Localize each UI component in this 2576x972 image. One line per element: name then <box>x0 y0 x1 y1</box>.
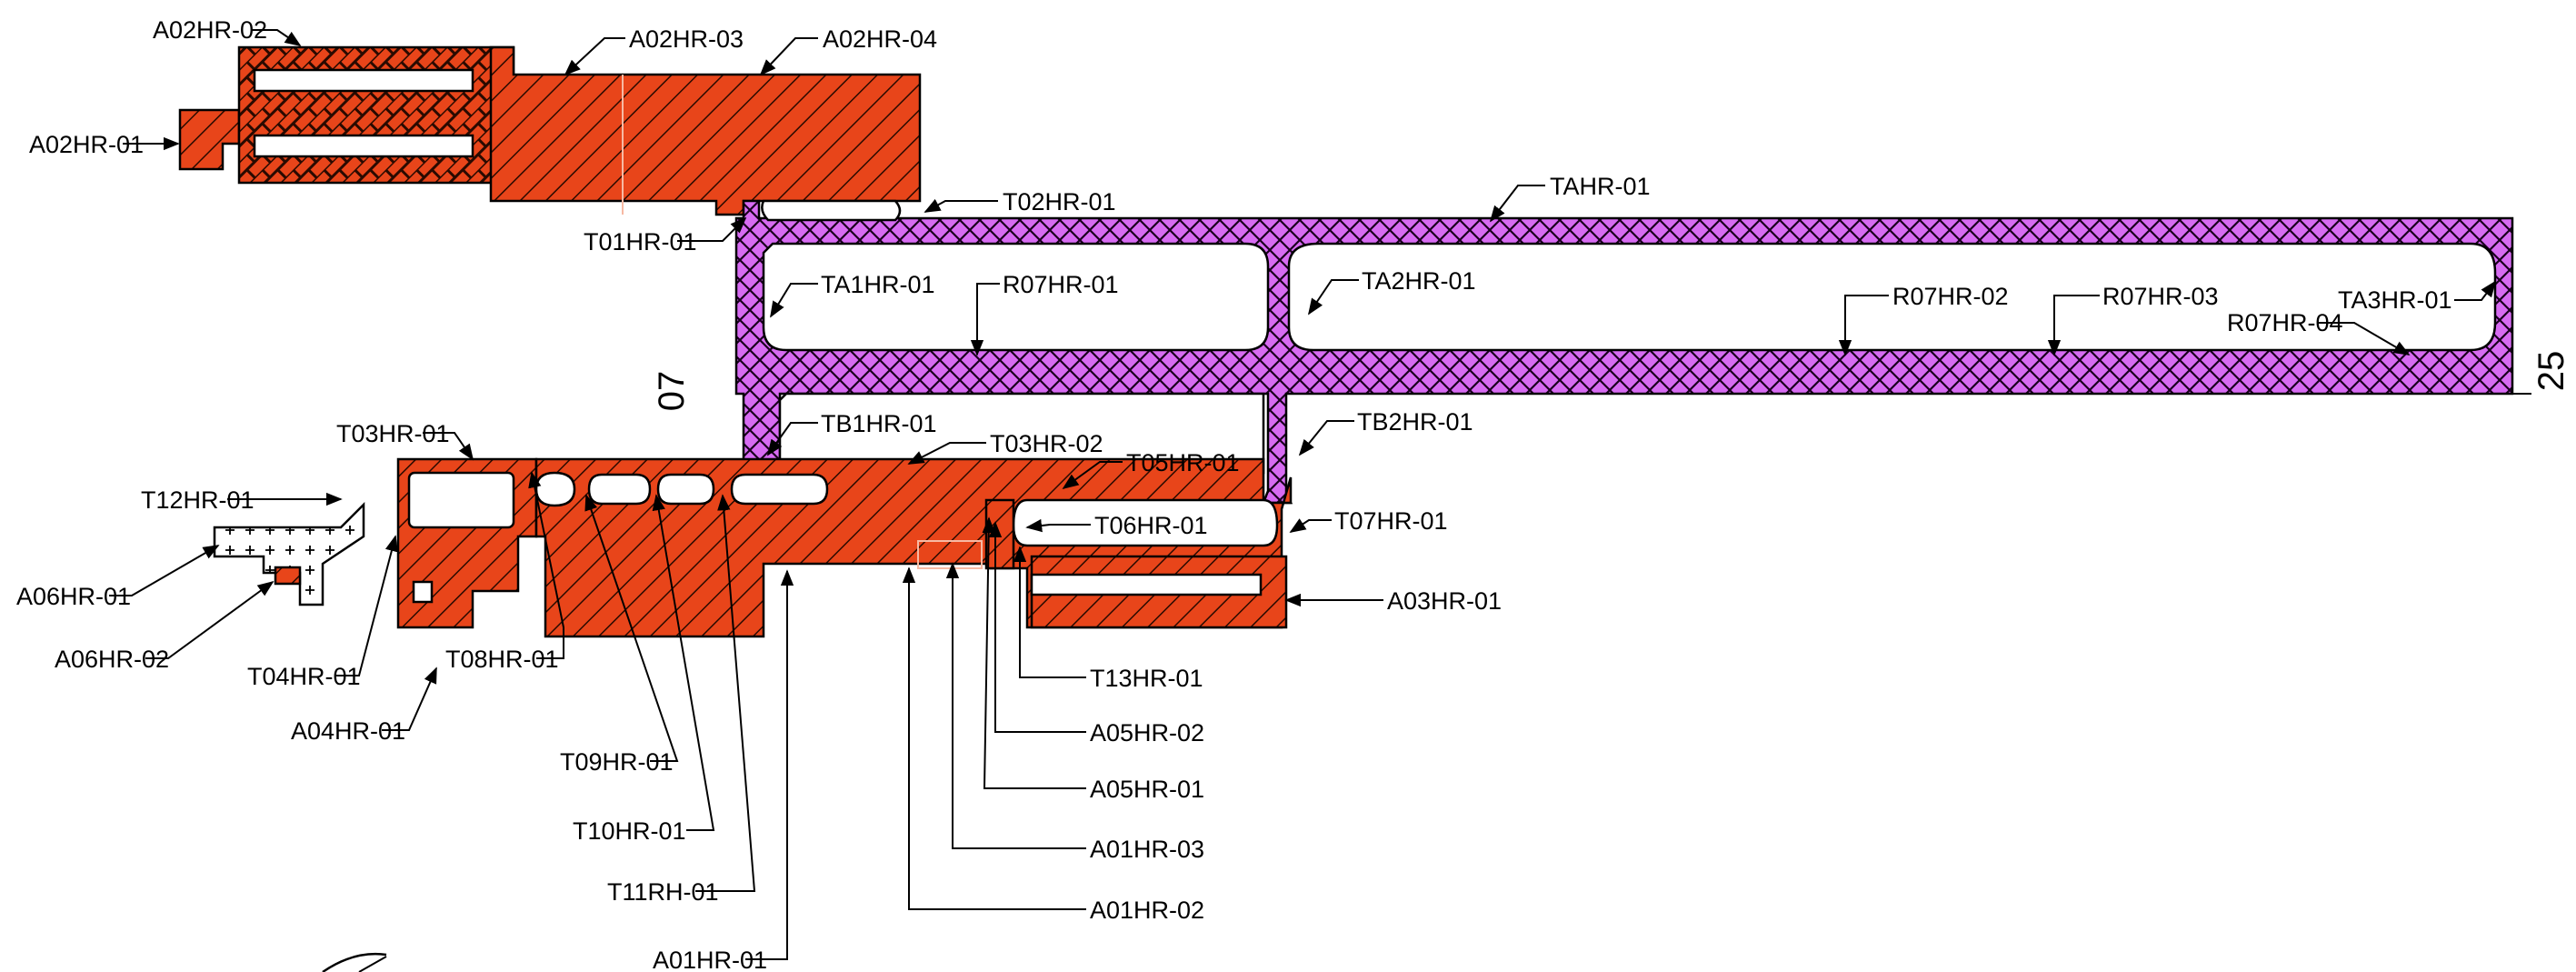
label-ta3hr-01: TA3HR-01 <box>2338 286 2452 314</box>
side-mark-left: 07 <box>652 371 692 412</box>
label-t11rh-01: T11RH-01 <box>607 878 719 906</box>
label-r07hr-04: R07HR-04 <box>2227 309 2343 336</box>
label-a06hr-01: A06HR-01 <box>16 583 131 610</box>
label-t10hr-01: T10HR-01 <box>573 817 686 845</box>
label-t04hr-01: T04HR-01 <box>247 663 361 690</box>
label-t03hr-01: T03HR-01 <box>336 420 450 447</box>
part-a06hr-02 <box>274 566 302 586</box>
profile-a02hr <box>178 45 922 216</box>
cavity-t03hr-02 <box>730 473 829 506</box>
void-t04hr <box>407 471 515 529</box>
label-t03hr-02: T03HR-02 <box>990 430 1103 457</box>
label-a04hr-01: A04HR-01 <box>291 717 405 745</box>
label-r07hr-01: R07HR-01 <box>1003 271 1119 298</box>
void-a02-upper <box>253 68 474 93</box>
leader-lines <box>109 29 2497 960</box>
label-t07hr-01: T07HR-01 <box>1334 507 1448 535</box>
void-a02-lower <box>253 134 474 158</box>
cavity-ta2hr <box>1287 242 2497 352</box>
label-tb1hr-01: TB1HR-01 <box>821 410 937 437</box>
void-a04-1 <box>412 580 434 604</box>
side-mark-right: 25 <box>2531 351 2571 392</box>
label-a02hr-02: A02HR-02 <box>153 16 267 44</box>
label-tahr-01: TAHR-01 <box>1550 173 1651 200</box>
label-r07hr-03: R07HR-03 <box>2102 283 2219 310</box>
label-t08hr-01: T08HR-01 <box>445 646 559 673</box>
part-a02hr-02 <box>237 45 515 185</box>
label-a02hr-04: A02HR-04 <box>823 25 937 53</box>
callout-labels: A02HR-02 A02HR-03 A02HR-04 A02HR-01 T02H… <box>16 16 2452 972</box>
label-r07hr-02: R07HR-02 <box>1892 283 2009 310</box>
profile-lower <box>396 457 1293 638</box>
void-a03 <box>1030 573 1263 596</box>
cavity-t09hr <box>534 471 576 507</box>
part-a05hr-01 <box>984 498 1015 570</box>
label-a06hr-02: A06HR-02 <box>55 646 169 673</box>
label-t09hr-01: T09HR-01 <box>560 748 674 776</box>
label-t02hr-01: T02HR-01 <box>1003 188 1116 215</box>
label-t01hr-01: T01HR-01 <box>584 228 697 256</box>
label-a01hr-03: A01HR-03 <box>1090 836 1204 863</box>
label-ta1hr-01: TA1HR-01 <box>821 271 935 298</box>
label-a05hr-01: A05HR-01 <box>1090 776 1204 803</box>
label-a03hr-01: A03HR-01 <box>1387 587 1502 615</box>
label-a02hr-01: A02HR-01 <box>29 131 144 158</box>
part-a02hr-01 <box>178 108 241 171</box>
thermal-break-tahr <box>734 199 2514 505</box>
cavity-t11rh <box>656 473 715 506</box>
part-a06hr-01 <box>213 501 365 606</box>
label-a01hr-01: A01HR-01 <box>653 947 767 972</box>
label-tb2hr-01: TB2HR-01 <box>1357 408 1473 436</box>
cavity-t10hr <box>587 473 652 506</box>
cavity-ta1hr <box>762 242 1270 352</box>
label-a02hr-03: A02HR-03 <box>629 25 744 53</box>
label-t12hr-01: T12HR-01 <box>141 486 255 514</box>
part-a02hr-03 <box>489 45 922 216</box>
label-t05hr-01: T05HR-01 <box>1126 449 1240 476</box>
label-ta2hr-01: TA2HR-01 <box>1362 267 1476 295</box>
gap-t02hr <box>761 199 902 222</box>
label-a05hr-02: A05HR-02 <box>1090 719 1204 747</box>
label-t06hr-01: T06HR-01 <box>1094 512 1208 539</box>
label-a01hr-02: A01HR-02 <box>1090 897 1204 924</box>
label-t13hr-01: T13HR-01 <box>1090 665 1203 692</box>
section-symbol <box>322 952 387 972</box>
